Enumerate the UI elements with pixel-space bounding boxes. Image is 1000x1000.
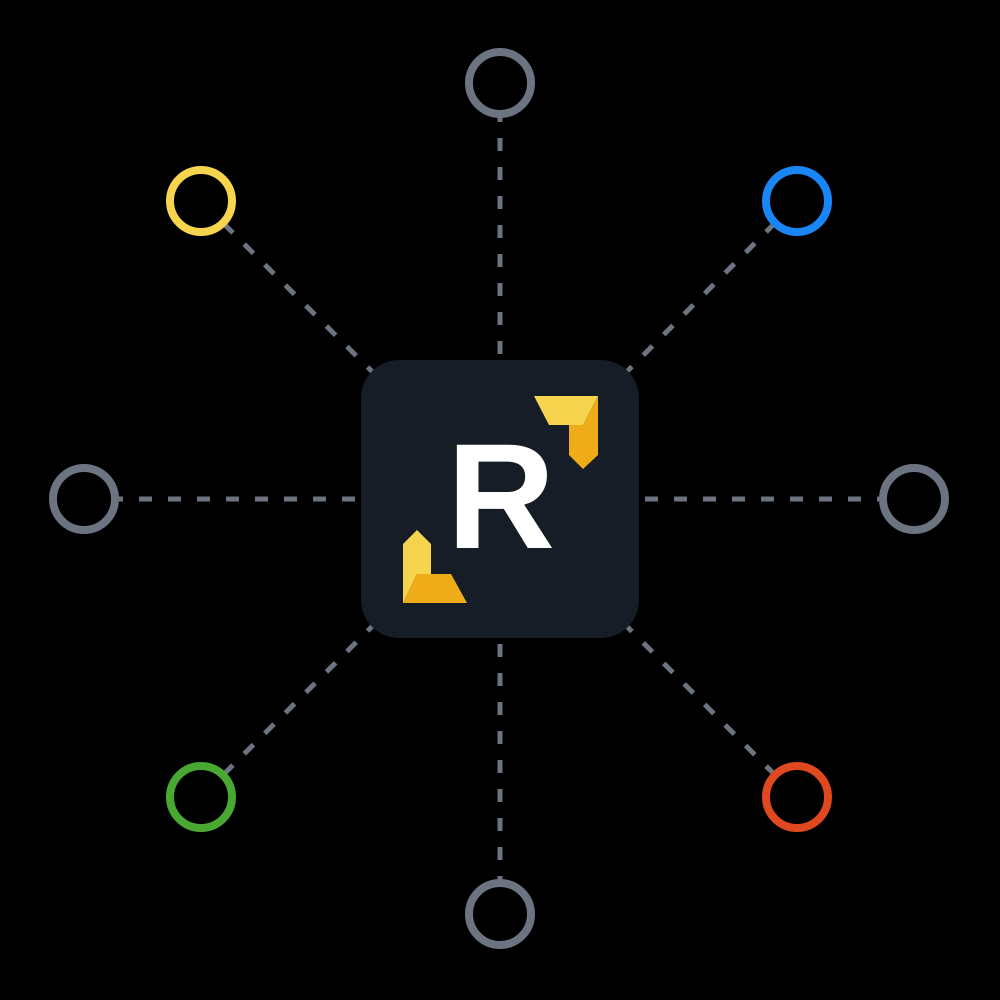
node-northwest[interactable] [166,166,236,236]
node-northeast[interactable] [762,166,832,236]
hub-card[interactable]: R [361,360,639,638]
node-south[interactable] [465,879,535,949]
node-southeast[interactable] [762,762,832,832]
hub-letter: R [447,412,553,580]
node-east[interactable] [879,464,949,534]
accent-tr-dark-bar [569,396,598,469]
node-southwest[interactable] [166,762,236,832]
corner-accent-bottom-left-icon [403,530,467,603]
node-west[interactable] [49,464,119,534]
accent-bl-light-bar [403,530,431,603]
corner-accent-top-right-icon [534,396,598,469]
accent-bl-horizontal-bar [403,574,467,603]
accent-tr-light-bar [534,396,598,425]
node-north[interactable] [465,48,535,118]
node-group [49,48,949,949]
